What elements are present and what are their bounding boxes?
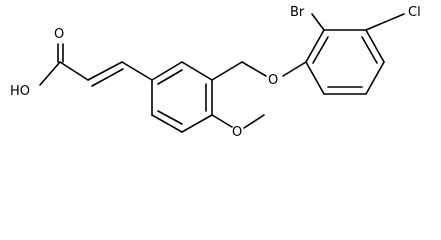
ring2-bond-3-inner — [361, 36, 378, 64]
bond-ring2-cl — [365, 13, 405, 31]
bond-ether-o-ring2 — [282, 61, 307, 77]
bond-vinyl-to-ring — [121, 61, 153, 81]
chemical-structure: O HO O O Br Cl — [10, 5, 421, 140]
ring2-bond-6 — [305, 61, 325, 95]
label-methoxy-o: O — [232, 125, 242, 140]
ring2-bond-1 — [305, 29, 325, 63]
bond-carboxyl-c-oh — [39, 61, 61, 86]
bond-ch2-ether-o — [241, 61, 267, 77]
ring2-bond-1-inner — [312, 36, 329, 64]
bond-c-alpha — [59, 61, 89, 81]
structure-canvas: O HO O O Br Cl — [10, 5, 421, 140]
bond-ring2-br — [311, 13, 325, 31]
label-hydroxyl: HO — [10, 84, 30, 99]
ring1-bond-5-inner — [157, 110, 183, 125]
ring1-bond-1 — [151, 61, 183, 81]
ring1-bond-4 — [181, 114, 213, 133]
bond-ring-ch2 — [211, 61, 243, 81]
label-bromine: Br — [290, 5, 305, 20]
bond-methoxy-ch3 — [243, 114, 265, 129]
ring1-bond-2 — [181, 61, 213, 81]
bond-alkene — [87, 61, 123, 81]
label-chlorine: Cl — [408, 5, 421, 20]
ring1-bond-1-inner — [157, 69, 183, 85]
label-carbonyl-o: O — [54, 27, 64, 42]
ring2-bond-3 — [365, 29, 385, 63]
bond-ring-methoxy-o — [211, 114, 233, 128]
ring1-bond-5 — [151, 114, 183, 133]
label-ether-o: O — [268, 73, 278, 88]
bond-alkene-double — [91, 68, 124, 87]
ring2-bond-4 — [365, 61, 385, 95]
